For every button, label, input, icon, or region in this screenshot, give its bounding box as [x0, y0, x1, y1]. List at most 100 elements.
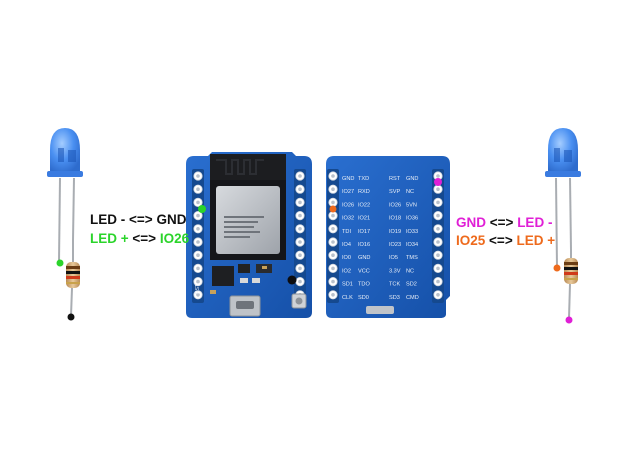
front-components	[210, 264, 272, 294]
right-label-io25: IO25 <=> LED +	[456, 233, 555, 249]
back-gnd-pin-dot	[434, 178, 442, 186]
back-pin-label: GND	[358, 255, 370, 261]
right-led-assembly	[545, 128, 581, 324]
back-io26-pin-dot	[329, 205, 337, 213]
front-right-pin-header	[294, 169, 306, 303]
back-pin-label: IO32	[342, 216, 354, 222]
micro-usb-port	[229, 295, 261, 317]
back-pin-label: IO23	[389, 242, 401, 248]
back-pin-label: NC	[406, 189, 414, 195]
front-left-pin-hole	[196, 240, 200, 244]
back-pin-label: IO26	[342, 202, 354, 208]
back-right-pin-hole	[436, 227, 440, 231]
front-left-pin-hole	[196, 213, 200, 218]
esp32-front-board: RST	[186, 152, 312, 318]
right-label-led-plus: LED +	[516, 233, 556, 248]
back-pin-label: CLK	[342, 295, 353, 301]
esp32-module	[210, 154, 286, 260]
reset-button	[291, 293, 307, 309]
right-label-arrow-1: <=>	[489, 215, 514, 230]
left-label-arrow-1: <=>	[129, 212, 153, 227]
back-pin-label: SD3	[389, 295, 400, 301]
back-pin-label: IO16	[358, 242, 370, 248]
left-label-io26-text: IO26	[159, 231, 190, 246]
left-label-gnd: LED - <=> GND	[90, 212, 186, 228]
back-right-pin-hole	[436, 200, 440, 205]
back-pin-label: IO0	[342, 255, 351, 261]
back-pin-label: IO33	[406, 229, 418, 235]
back-pin-label: 3.3V	[389, 268, 401, 274]
back-pin-label: IO5	[389, 255, 398, 261]
front-right-pin-hole	[298, 227, 302, 231]
back-pin-label: IO26	[389, 202, 401, 208]
front-right-pin-hole	[298, 213, 302, 218]
front-left-pin-hole	[196, 187, 200, 191]
back-pin-label: RST	[389, 176, 401, 182]
front-right-pin-hole	[298, 187, 302, 191]
back-pin-label: SD2	[406, 282, 417, 288]
back-left-pin-header	[327, 169, 339, 303]
front-left-pin-hole	[196, 253, 200, 257]
left-label-led-minus: LED -	[90, 212, 126, 227]
back-pin-label: IO2	[342, 268, 351, 274]
right-label-arrow-2: <=>	[489, 233, 513, 248]
right-label-io25-text: IO25	[456, 233, 486, 248]
back-pin-label: VCC	[358, 268, 370, 274]
rst-label: RST	[195, 284, 201, 294]
back-pin-label: RXD	[358, 189, 370, 195]
back-pin-label: IO17	[358, 229, 370, 235]
right-label-led-minus: LED -	[517, 215, 553, 230]
back-pin-label: TDO	[358, 282, 370, 288]
front-left-pin-hole	[196, 174, 200, 178]
back-pin-label: SD0	[358, 295, 369, 301]
right-label-gnd: GND <=> LED -	[456, 215, 552, 231]
front-right-pin-hole	[298, 200, 302, 205]
right-resistor-icon	[564, 250, 578, 319]
back-pin-label: SD1	[342, 282, 353, 288]
back-left-pin-hole	[331, 279, 335, 284]
back-right-pin-hole	[436, 213, 440, 218]
back-right-pin-hole	[436, 174, 440, 178]
back-right-pin-hole	[436, 266, 440, 271]
back-pin-label: TDI	[342, 229, 351, 235]
left-resistor-end-dot	[67, 313, 75, 321]
back-pin-label: IO21	[358, 216, 370, 222]
back-left-pin-hole	[331, 240, 335, 244]
back-pin-label: TXD	[358, 176, 369, 182]
front-right-pin-hole	[298, 240, 302, 244]
back-pin-label: GND	[342, 176, 354, 182]
left-label-io26: LED + <=> IO26	[90, 231, 189, 247]
back-left-pin-hole	[331, 200, 335, 205]
right-resistor-end-dot	[565, 316, 573, 324]
left-led-assembly	[47, 128, 83, 321]
front-left-pin-hole	[196, 266, 200, 271]
front-right-pin-hole	[298, 253, 302, 257]
back-pin-label: IO4	[342, 242, 351, 248]
front-right-pin-hole	[298, 266, 302, 271]
front-left-pin-hole	[196, 293, 200, 297]
back-left-pin-hole	[331, 253, 335, 257]
back-pin-label: 5VN	[406, 202, 417, 208]
back-pin-label: IO19	[389, 229, 401, 235]
left-resistor-icon	[66, 240, 80, 317]
back-usb-footprint	[366, 306, 394, 314]
back-pin-label: GND	[406, 176, 418, 182]
front-io26-pin-dot	[198, 205, 206, 213]
right-led-icon	[545, 128, 581, 269]
back-pin-label: TCK	[389, 282, 400, 288]
front-left-pin-header	[192, 169, 204, 303]
right-led-anode-dot	[553, 264, 561, 272]
back-right-pin-hole	[436, 279, 440, 284]
back-pin-label: IO22	[358, 202, 370, 208]
front-left-pin-hole	[196, 227, 200, 231]
left-label-gnd-text: GND	[156, 212, 187, 227]
back-left-pin-hole	[331, 174, 335, 178]
back-left-pin-hole	[331, 293, 335, 297]
back-pin-label: NC	[406, 268, 414, 274]
back-pin-label: TMS	[406, 255, 418, 261]
right-label-gnd-text: GND	[456, 215, 486, 230]
